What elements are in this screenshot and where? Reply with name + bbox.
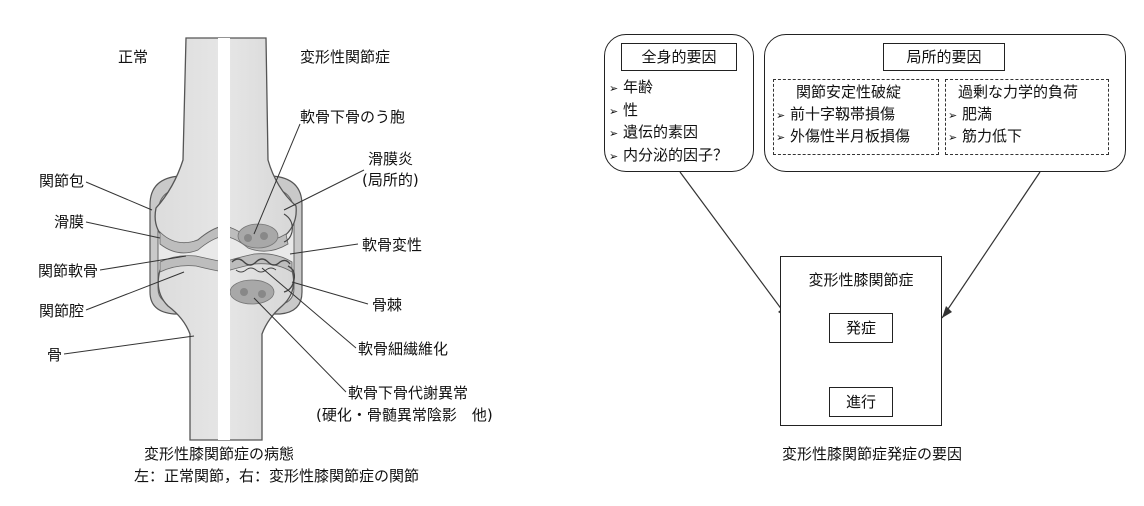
- onset-box: 発症: [829, 313, 893, 343]
- list-item: ➢性: [609, 100, 728, 123]
- label-fibrillation: 軟骨細繊維化: [358, 340, 449, 358]
- local-factors-panel: 局所的要因 関節安定性破綻 ➢前十字靱帯損傷 ➢外傷性半月板損傷 過剰な力学的負…: [764, 34, 1126, 172]
- outcome-box: 変形性膝関節症 発症 進行: [780, 256, 942, 426]
- fibrillated-cartilage: [231, 258, 291, 266]
- list-item: ➢外傷性半月板損傷: [776, 127, 911, 145]
- factors-caption: 変形性膝関節症発症の要因: [782, 445, 963, 463]
- arrowhead-icon: ➢: [609, 104, 619, 118]
- list-item: ➢肥満: [948, 105, 993, 123]
- systemic-factors-list: ➢年齢 ➢性 ➢遺伝的素因 ➢内分泌的因子？: [609, 77, 728, 167]
- arrowhead-icon: ➢: [609, 149, 619, 163]
- arrowhead-icon: ➢: [948, 109, 958, 122]
- label-osteophyte: 骨棘: [372, 296, 403, 314]
- list-item: ➢前十字靱帯損傷: [776, 105, 896, 123]
- list-item: ➢年齢: [609, 77, 728, 100]
- normal-label: 正常: [118, 48, 149, 66]
- overload-title: 過剰な力学的負荷: [958, 83, 1079, 101]
- label-subchondral-metabolism: 軟骨下骨代謝異常: [348, 384, 469, 402]
- knee-caption-sub: 左：正常関節，右：変形性膝関節症の関節: [134, 467, 420, 485]
- instability-group: 関節安定性破綻 ➢前十字靱帯損傷 ➢外傷性半月板損傷: [773, 79, 939, 155]
- outcome-title: 変形性膝関節症: [808, 271, 914, 289]
- list-item: ➢筋力低下: [948, 127, 1023, 145]
- knee-caption-title: 変形性膝関節症の病態: [144, 445, 295, 463]
- list-item: ➢遺伝的素因: [609, 122, 728, 145]
- label-joint-capsule: 関節包: [38, 172, 84, 190]
- subchondral-cyst: [237, 223, 279, 249]
- arrowhead-icon: ➢: [776, 109, 786, 122]
- label-synovitis-local: (局所的): [362, 171, 419, 189]
- label-subchondral-cyst: 軟骨下骨のう胞: [300, 108, 406, 126]
- overload-group: 過剰な力学的負荷 ➢肥満 ➢筋力低下: [945, 79, 1109, 155]
- label-subchondral-detail: (硬化・骨髄異常陰影 他): [316, 406, 493, 424]
- systemic-factors-title: 全身的要因: [621, 43, 737, 71]
- systemic-factors-panel: 全身的要因 ➢年齢 ➢性 ➢遺伝的素因 ➢内分泌的因子？: [604, 34, 754, 172]
- label-synovitis: 滑膜炎: [368, 150, 414, 168]
- arrowhead-icon: ➢: [948, 131, 958, 144]
- instability-title: 関節安定性破綻: [796, 83, 902, 101]
- list-item: ➢内分泌的因子？: [609, 145, 728, 168]
- arrowhead-icon: ➢: [776, 131, 786, 144]
- arrowhead-icon: ➢: [609, 127, 619, 140]
- label-bone: 骨: [46, 346, 62, 364]
- center-divider: [218, 38, 230, 440]
- arrowhead-icon: ➢: [609, 82, 619, 95]
- oa-label: 変形性関節症: [300, 48, 391, 66]
- label-cartilage-degeneration: 軟骨変性: [362, 236, 423, 254]
- label-joint-cavity: 関節腔: [38, 302, 84, 320]
- local-factors-title: 局所的要因: [883, 43, 1005, 71]
- progression-box: 進行: [829, 387, 893, 417]
- label-synovium: 滑膜: [53, 213, 84, 231]
- label-articular-cartilage: 関節軟骨: [37, 262, 98, 280]
- bone-marrow-lesion: [229, 279, 275, 305]
